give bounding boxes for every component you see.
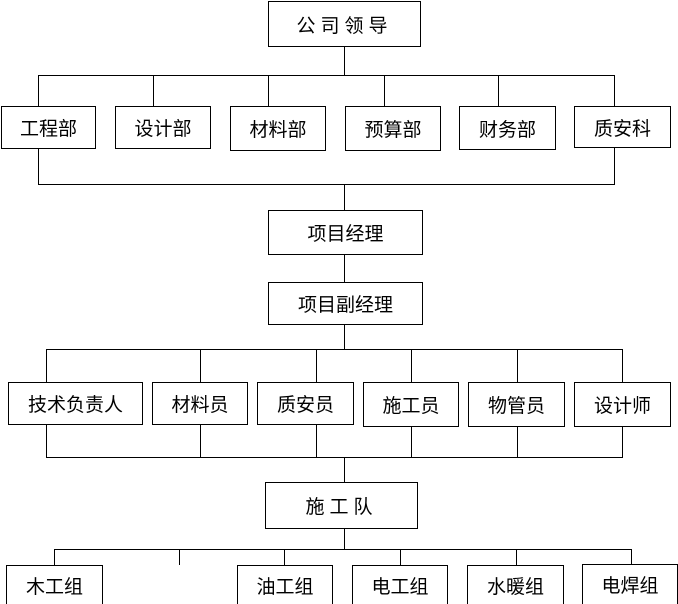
connector xyxy=(38,148,39,185)
connector xyxy=(517,426,518,458)
dept-design-box: 设计部 xyxy=(115,106,211,149)
connector xyxy=(200,349,201,382)
connector xyxy=(179,549,180,565)
dept-quality-safety-box: 质安科 xyxy=(574,106,671,148)
dept-engineering-box: 工程部 xyxy=(1,106,96,149)
company-leadership-box: 公司领导 xyxy=(268,1,421,47)
connector xyxy=(38,75,614,76)
dept-finance-box: 财务部 xyxy=(459,106,556,150)
connector xyxy=(411,426,412,458)
connector xyxy=(411,349,412,382)
connector xyxy=(517,349,518,382)
connector xyxy=(344,528,345,550)
connector xyxy=(54,549,632,550)
construction-team-box: 施工队 xyxy=(265,482,418,529)
connector xyxy=(516,549,517,566)
connector xyxy=(284,549,285,566)
connector xyxy=(614,148,615,185)
staff-property-manager-box: 物管员 xyxy=(468,382,565,427)
connector xyxy=(46,457,623,458)
connector xyxy=(622,426,623,458)
connector xyxy=(153,75,154,106)
connector xyxy=(344,324,345,350)
connector xyxy=(38,184,615,185)
staff-construction-worker-box: 施工员 xyxy=(363,382,459,427)
group-painting-box: 油工组 xyxy=(237,565,333,604)
project-manager-box: 项目经理 xyxy=(268,210,423,255)
connector xyxy=(46,349,47,382)
connector xyxy=(622,349,623,382)
connector xyxy=(316,424,317,458)
deputy-project-manager-box: 项目副经理 xyxy=(268,282,423,325)
dept-budget-box: 预算部 xyxy=(345,106,441,151)
connector xyxy=(344,184,345,211)
dept-materials-box: 材料部 xyxy=(230,106,326,151)
connector xyxy=(200,424,201,458)
connector xyxy=(316,349,317,382)
connector xyxy=(38,75,39,106)
connector xyxy=(384,75,385,106)
connector xyxy=(631,549,632,565)
connector xyxy=(46,349,623,350)
connector xyxy=(344,457,345,483)
connector xyxy=(344,46,345,76)
connector xyxy=(400,549,401,566)
group-carpentry-box: 木工组 xyxy=(6,565,103,604)
connector xyxy=(498,75,499,106)
connector xyxy=(344,254,345,283)
connector xyxy=(54,549,55,566)
connector xyxy=(268,75,269,106)
connector xyxy=(614,75,615,106)
staff-quality-safety-officer-box: 质安员 xyxy=(257,382,354,425)
group-welding-box: 电焊组 xyxy=(582,564,678,604)
group-plumbing-heating-box: 水暖组 xyxy=(467,565,564,604)
staff-technical-lead-box: 技术负责人 xyxy=(8,382,143,425)
group-electrical-box: 电工组 xyxy=(352,565,448,604)
connector xyxy=(46,424,47,458)
staff-designer-box: 设计师 xyxy=(574,382,671,427)
staff-material-clerk-box: 材料员 xyxy=(152,382,248,425)
